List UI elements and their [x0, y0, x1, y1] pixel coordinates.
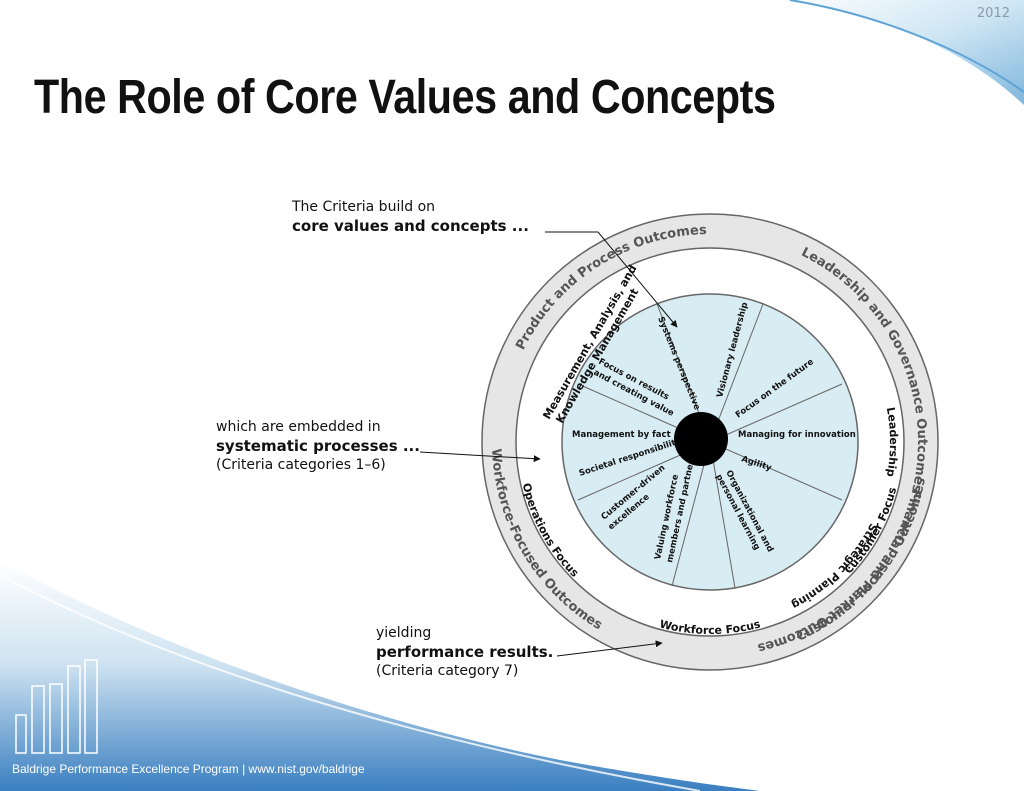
callout-core-values-line1: The Criteria build on — [292, 199, 436, 215]
callout-systematic-processes: which are embedded in systematic process… — [216, 418, 420, 475]
arrow-systematic-processes — [419, 451, 541, 463]
year-label: 2012 — [976, 6, 1010, 21]
callout-core-values: The Criteria build on core values and co… — [292, 198, 529, 236]
top-right-swoosh-edge — [789, 0, 1024, 93]
process-label-workforce-focus: Workforce Focus — [658, 617, 762, 637]
callout-processes-line2: systematic processes ... — [216, 437, 420, 455]
arrow-core-values — [545, 231, 678, 328]
callout-results-line1: yielding — [376, 625, 432, 641]
callout-core-values-line2: core values and concepts ... — [292, 217, 529, 235]
core-value-managing-innovation: Managing for innovation — [738, 430, 856, 440]
footer-program-link[interactable]: Baldrige Performance Excellence Program … — [12, 762, 365, 776]
center-hub — [674, 412, 728, 466]
bar-chart-logo — [15, 659, 98, 754]
bottom-swoosh — [0, 560, 760, 791]
core-value-management-by-fact: Management by fact — [572, 430, 671, 440]
bottom-swoosh-edge — [0, 574, 701, 791]
callout-performance-results: yielding performance results. (Criteria … — [376, 624, 553, 681]
callout-processes-line1: which are embedded in — [216, 419, 381, 435]
process-label-leadership: Leadership — [884, 406, 900, 478]
callout-results-line3: (Criteria category 7) — [376, 663, 519, 679]
callout-results-line2: performance results. — [376, 643, 554, 661]
callout-processes-line3: (Criteria categories 1–6) — [216, 457, 386, 473]
top-right-swoosh — [770, 0, 1024, 105]
arrow-performance-results — [556, 640, 663, 657]
slide-title: The Role of Core Values and Concepts — [34, 71, 776, 124]
